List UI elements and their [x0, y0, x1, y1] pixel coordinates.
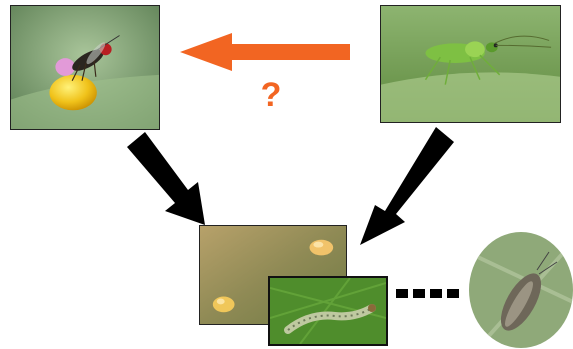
question-mark: ? — [256, 78, 286, 112]
orange-arrow — [180, 33, 350, 71]
black-arrow-right — [360, 127, 454, 245]
black-arrow-left — [127, 132, 205, 225]
dotted-connector — [396, 289, 459, 298]
